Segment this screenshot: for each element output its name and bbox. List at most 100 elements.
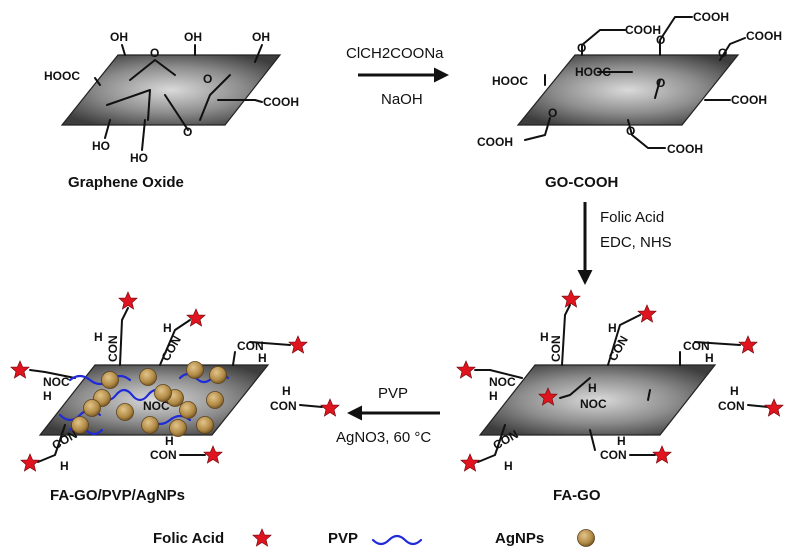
reagent-agno3: AgNO3, 60 °C	[336, 429, 431, 446]
legend-folic-acid-label: Folic Acid	[153, 530, 224, 547]
fa-star-6	[764, 398, 784, 417]
go-epoxide-o-1: O	[150, 46, 159, 60]
go-cooh-sheet	[516, 54, 740, 126]
go-ho-1: HO	[92, 139, 110, 153]
label-fa-go-pvp-agnps: FA-GO/PVP/AgNPs	[50, 487, 185, 504]
agnp-3	[186, 361, 204, 379]
fapvp-con-2: CON	[158, 333, 183, 363]
go-oh-1: OH	[110, 30, 128, 44]
legend-pvp-label: PVP	[328, 530, 358, 547]
gocooh-o-3: O	[718, 46, 727, 60]
fago-h-8: H	[617, 434, 626, 448]
go-oh-3: OH	[252, 30, 270, 44]
gocooh-cooh-4: COOH	[731, 93, 767, 107]
reagent-pvp: PVP	[378, 385, 408, 402]
gocooh-o-2: O	[656, 33, 665, 47]
reaction-arrow-3: PVP AgNO3, 60 °C	[336, 385, 440, 446]
fapvp-star-6	[20, 453, 40, 472]
fago-h-4: H	[489, 389, 498, 403]
fa-go-pvp-agnps-structure: H CON H CON CON H NOC H NOC CON H CON H …	[10, 291, 340, 504]
fago-con-3: CON	[683, 339, 710, 353]
gocooh-cooh-5: COOH	[477, 135, 513, 149]
gocooh-o-1: O	[577, 41, 586, 55]
fago-h-6: H	[730, 384, 739, 398]
fago-h-3: H	[705, 351, 714, 365]
gocooh-cooh-2: COOH	[693, 10, 729, 24]
fa-star-1	[561, 289, 581, 308]
fago-noc-1: NOC	[489, 375, 516, 389]
fapvp-star-2	[186, 308, 206, 327]
fapvp-con-3: CON	[237, 339, 264, 353]
fa-star-4	[456, 360, 476, 379]
gocooh-cooh-6: COOH	[667, 142, 703, 156]
legend-agnp-icon	[577, 529, 595, 547]
legend-agnps-label: AgNPs	[495, 530, 544, 547]
go-sheet	[60, 54, 282, 126]
go-epoxide-o-2: O	[203, 72, 212, 86]
reaction-arrow-2: Folic Acid EDC, NHS	[577, 202, 672, 285]
gocooh-hooc-center: HOOC	[575, 65, 611, 79]
go-ho-2: HO	[130, 151, 148, 165]
agnp-14	[196, 416, 214, 434]
gocooh-o-4: O	[656, 76, 665, 90]
fa-go-structure: H CON H CON CON H NOC H H NOC CON H CON …	[456, 289, 784, 504]
gocooh-hooc-left: HOOC	[492, 74, 528, 88]
fapvp-star-1	[118, 291, 138, 310]
agnp-7	[116, 403, 134, 421]
legend: Folic Acid PVP AgNPs	[153, 528, 595, 547]
reagent-naoh: NaOH	[381, 91, 423, 108]
go-epoxide-o-3: O	[183, 125, 192, 139]
fapvp-noc-1: NOC	[43, 375, 70, 389]
fapvp-h-6: H	[60, 459, 69, 473]
fa-star-8	[652, 445, 672, 464]
label-fa-go: FA-GO	[553, 487, 601, 504]
agnp-12	[141, 416, 159, 434]
agnp-9	[179, 401, 197, 419]
fago-h-1: H	[540, 330, 549, 344]
reaction-arrow-1: ClCH2COONa NaOH	[346, 45, 449, 108]
fapvp-star-5	[320, 398, 340, 417]
legend-star-icon	[252, 528, 272, 547]
fapvp-star-7	[203, 445, 223, 464]
fapvp-star-4	[10, 360, 30, 379]
fapvp-h-4: H	[43, 389, 52, 403]
go-hooc: HOOC	[44, 69, 80, 83]
fa-go-sheet	[478, 364, 717, 436]
go-oh-2: OH	[184, 30, 202, 44]
fa-star-3	[738, 335, 758, 354]
fago-con-1: CON	[549, 335, 563, 362]
fapvp-con-6: CON	[150, 448, 177, 462]
fapvp-h-3: H	[258, 351, 267, 365]
fapvp-con-1: CON	[106, 335, 120, 362]
agnp-13	[169, 419, 187, 437]
agnp-10	[206, 391, 224, 409]
agnp-11	[71, 416, 89, 434]
fago-con-6: CON	[600, 448, 627, 462]
fapvp-h-1: H	[94, 330, 103, 344]
fapvp-noc-2: NOC	[143, 399, 170, 413]
gocooh-o-6: O	[626, 124, 635, 138]
agnp-15	[154, 384, 172, 402]
fapvp-h-2: H	[163, 321, 172, 335]
fapvp-h-5: H	[282, 384, 291, 398]
gocooh-cooh-3: COOH	[746, 29, 782, 43]
fago-h-5: H	[588, 381, 597, 395]
label-graphene-oxide: Graphene Oxide	[68, 174, 184, 191]
fago-con-2: CON	[605, 333, 630, 363]
fapvp-h-7: H	[165, 434, 174, 448]
fago-noc-2: NOC	[580, 397, 607, 411]
agnp-2	[139, 368, 157, 386]
fa-star-7	[460, 453, 480, 472]
fago-h-2: H	[608, 321, 617, 335]
gocooh-cooh-1: COOH	[625, 23, 661, 37]
fago-con-4: CON	[718, 399, 745, 413]
go-cooh: COOH	[263, 95, 299, 109]
reagent-clch2coona: ClCH2COONa	[346, 45, 444, 62]
agnp-4	[209, 366, 227, 384]
fapvp-star-3	[288, 335, 308, 354]
reagent-folic-acid: Folic Acid	[600, 209, 664, 226]
label-go-cooh: GO-COOH	[545, 174, 618, 191]
fago-h-7: H	[504, 459, 513, 473]
